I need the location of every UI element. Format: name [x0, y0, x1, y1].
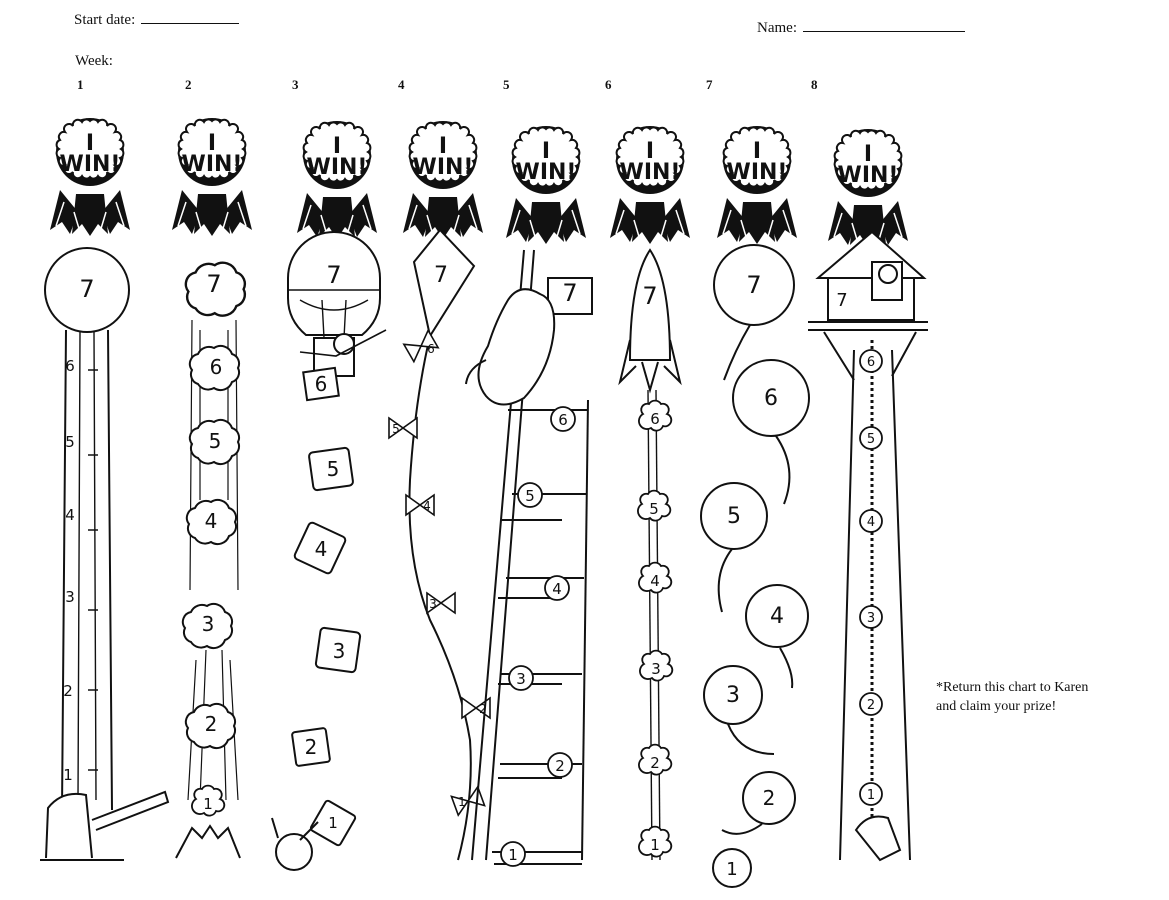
cloud-step-1: 1 — [203, 795, 213, 813]
week-number-4: 4 — [398, 77, 405, 92]
kite-step-5: 5 — [392, 422, 400, 436]
badge-text-win-5: WIN! — [516, 160, 577, 185]
rocket-step-6: 6 — [650, 410, 660, 428]
badge-text-win-6: WIN! — [620, 160, 681, 185]
start-date-blank[interactable] — [141, 22, 240, 24]
balloon-step-4: 4 — [770, 604, 784, 629]
ruler-mark-2: 2 — [63, 682, 73, 700]
badge-text-i-5: I — [542, 139, 550, 164]
bag-step-5: 5 — [327, 457, 340, 481]
tree-step-6: 6 — [867, 355, 875, 370]
week-number-2: 2 — [185, 77, 192, 92]
tree-step-7: 7 — [836, 290, 847, 311]
week-number-6: 6 — [605, 77, 612, 92]
high-striker-column — [40, 247, 170, 861]
ladder-step-7: 7 — [562, 279, 577, 307]
badge-text-win-1: WIN! — [60, 152, 121, 177]
tree-step-1: 1 — [867, 788, 875, 803]
ruler-mark-3: 3 — [65, 588, 75, 606]
week-number-8: 8 — [811, 77, 818, 92]
return-note-line-2: and claim your prize! — [936, 699, 1057, 714]
badge-text-i-3: I — [333, 134, 341, 159]
rocket-step-7: 7 — [642, 282, 657, 310]
name-field[interactable]: Name: — [757, 20, 965, 37]
week-number-3: 3 — [292, 77, 299, 92]
kite-column — [408, 228, 476, 861]
balloon-step-3: 3 — [726, 683, 740, 708]
rocket-step-4: 4 — [650, 572, 660, 590]
ladder-step-5: 5 — [525, 487, 535, 505]
ladder-step-2: 2 — [555, 757, 565, 775]
tree-step-2: 2 — [867, 698, 875, 713]
rocket-step-5: 5 — [649, 500, 659, 518]
week-number-5: 5 — [503, 77, 510, 92]
balloon-step-2: 2 — [763, 786, 776, 810]
balloon-step-5: 5 — [727, 504, 741, 529]
balloon-step-1: 1 — [726, 859, 737, 880]
bag-step-7: 7 — [326, 261, 341, 289]
badge-text-win-8: WIN! — [838, 163, 899, 188]
rocket-step-3: 3 — [651, 660, 661, 678]
kite-step-1: 1 — [458, 795, 466, 809]
cloud-step-7: 7 — [206, 270, 221, 298]
kite-step-7: 7 — [434, 263, 448, 288]
tree-step-3: 3 — [867, 611, 875, 626]
ladder-step-6: 6 — [558, 411, 568, 429]
tree-step-5: 5 — [867, 432, 875, 447]
badge-text-i-8: I — [864, 142, 872, 167]
name-blank[interactable] — [802, 30, 965, 32]
cloud-step-3: 3 — [202, 612, 215, 636]
ruler-mark-4: 4 — [65, 506, 75, 524]
badge-text-win-3: WIN! — [307, 155, 368, 180]
balloon-step-7: 7 — [746, 271, 761, 299]
ruler-mark-6: 6 — [65, 357, 75, 375]
ladder-step-4: 4 — [552, 580, 562, 598]
badge-text-i-7: I — [753, 139, 761, 164]
striker-step-7: 7 — [79, 275, 94, 303]
kite-step-2: 2 — [479, 702, 487, 716]
bag-step-6: 6 — [315, 372, 328, 396]
bag-step-3: 3 — [333, 639, 346, 663]
kite-step-4: 4 — [423, 499, 431, 513]
badge-text-i-2: I — [208, 131, 216, 156]
return-note: *Return this chart to Karen and claim yo… — [936, 678, 1088, 716]
balloon-step-6: 6 — [764, 386, 778, 411]
balloons-column — [700, 244, 810, 888]
cloud-step-4: 4 — [205, 509, 218, 533]
badge-text-i-6: I — [646, 139, 654, 164]
bag-step-2: 2 — [305, 735, 318, 759]
badge-text-i-1: I — [86, 131, 94, 156]
cloud-step-6: 6 — [210, 355, 223, 379]
balloon-column — [271, 231, 387, 871]
start-date-label: Start date: — [74, 12, 136, 28]
week-number-1: 1 — [77, 77, 84, 92]
badge-text-win-2: WIN! — [182, 152, 243, 177]
start-date-field[interactable]: Start date: — [74, 12, 240, 29]
ladder-step-1: 1 — [508, 846, 518, 864]
bag-step-1: 1 — [328, 814, 338, 832]
bag-step-4: 4 — [315, 537, 328, 561]
cloud-step-5: 5 — [209, 429, 222, 453]
ladder-step-3: 3 — [516, 670, 526, 688]
name-label: Name: — [757, 20, 797, 36]
ladder-column — [465, 249, 593, 865]
kite-step-6: 6 — [427, 342, 435, 356]
week-label: Week: — [75, 53, 113, 69]
badge-text-i-4: I — [439, 134, 447, 159]
ruler-mark-5: 5 — [65, 433, 75, 451]
cloud-column — [175, 319, 241, 859]
badge-text-win-4: WIN! — [413, 155, 474, 180]
cloud-step-2: 2 — [205, 712, 218, 736]
kite-step-3: 3 — [429, 597, 437, 611]
return-note-line-1: *Return this chart to Karen — [936, 680, 1089, 695]
treehouse-column — [808, 230, 928, 862]
week-number-7: 7 — [706, 77, 713, 92]
rocket-step-1: 1 — [650, 836, 660, 854]
rocket-column — [618, 248, 682, 861]
ruler-mark-1: 1 — [63, 766, 73, 784]
badge-text-win-7: WIN! — [727, 160, 788, 185]
rocket-step-2: 2 — [650, 754, 660, 772]
tree-step-4: 4 — [867, 515, 875, 530]
